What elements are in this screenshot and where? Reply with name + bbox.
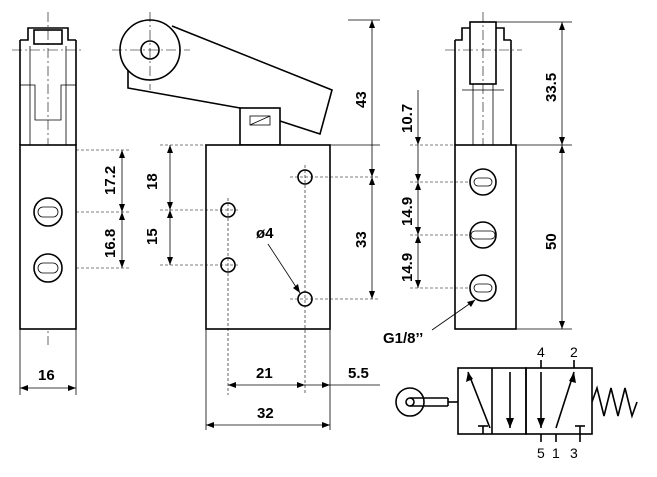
port-label-3: 3 xyxy=(570,445,578,461)
right-port-1 xyxy=(469,168,497,196)
dim-hole-spacing-bottom: 16.8 xyxy=(102,229,119,258)
dim-front-upper: 18 xyxy=(144,173,161,190)
dim-right-top-offset: 10.7 xyxy=(399,104,416,133)
dim-width-side: 16 xyxy=(38,367,55,384)
dim-front-height: 33 xyxy=(353,231,370,248)
port-label-2: 2 xyxy=(570,344,578,360)
left-valve-body xyxy=(19,144,77,330)
left-port-upper xyxy=(33,197,63,227)
right-valve-body xyxy=(454,144,517,330)
dim-front-width: 32 xyxy=(257,405,274,422)
dim-right-port-spacing-1: 14.9 xyxy=(399,197,416,226)
dim-thread: G1/8’’ xyxy=(383,330,423,347)
dim-front-lower: 15 xyxy=(144,228,161,245)
right-side-view xyxy=(410,12,572,331)
left-port-lower xyxy=(33,253,63,283)
dim-lever-height: 43 xyxy=(353,91,370,108)
left-side-view xyxy=(12,12,130,395)
dim-front-x-offset: 5.5 xyxy=(348,365,369,382)
dim-body-height: 50 xyxy=(543,233,560,250)
dim-hole-diameter: ø4 xyxy=(256,225,274,242)
front-valve-body xyxy=(205,144,331,330)
front-lever xyxy=(127,25,333,136)
dim-front-x-inner: 21 xyxy=(256,365,273,382)
dim-right-port-spacing-2: 14.9 xyxy=(399,253,416,282)
right-port-2 xyxy=(469,221,497,249)
pneumatic-symbol xyxy=(395,360,638,442)
port-label-4: 4 xyxy=(537,344,545,360)
port-label-1: 1 xyxy=(552,445,560,461)
right-port-3 xyxy=(469,274,497,302)
dim-hole-spacing-top: 17.2 xyxy=(102,166,119,195)
port-label-5: 5 xyxy=(537,445,545,461)
dim-roller-height: 33.5 xyxy=(543,73,560,102)
front-view xyxy=(112,12,380,430)
